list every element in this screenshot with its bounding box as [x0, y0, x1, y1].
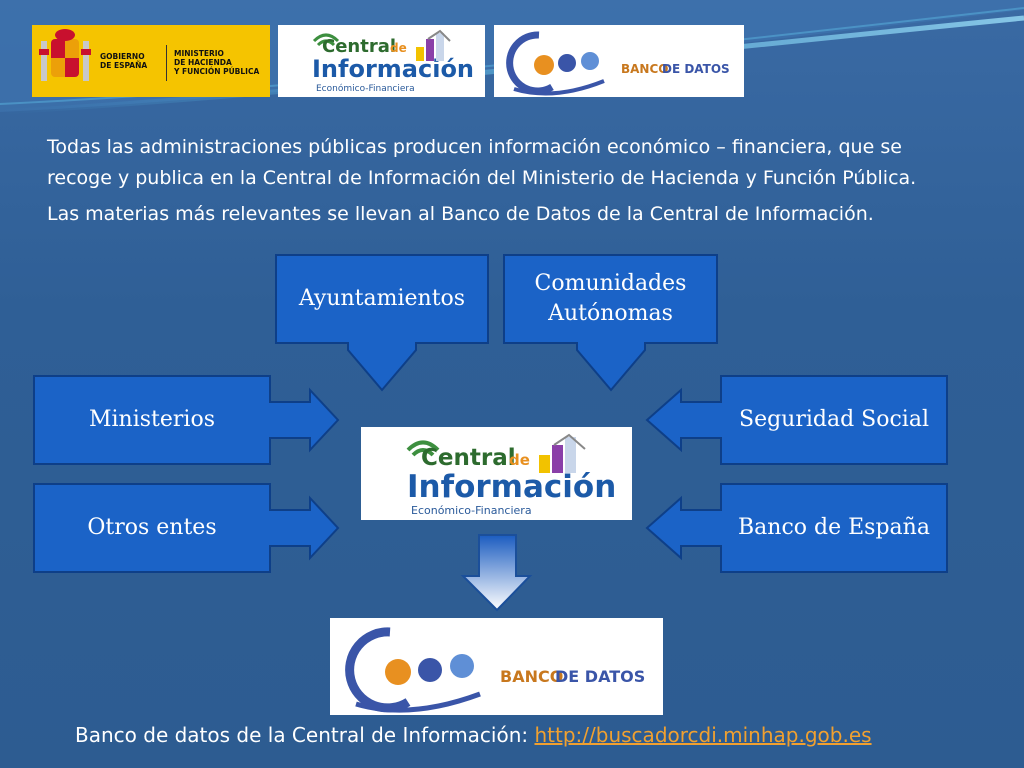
database-icon [418, 658, 442, 682]
central-informacion-logo-center: Central de Información Económico-Financi… [361, 427, 632, 520]
banco-espana-callout-shape [645, 483, 948, 573]
bar-chart-icon [416, 29, 451, 61]
banco-datos-logo-header: BANCO DE DATOS [494, 25, 744, 97]
signal-waves-icon [406, 440, 440, 457]
footer: Banco de datos de la Central de Informac… [75, 723, 872, 747]
ayuntamientos-callout-shape [275, 254, 489, 392]
otros-entes-label: Otros entes [87, 515, 217, 540]
comunidades-label-line1: Comunidades [534, 271, 687, 296]
cdi-center-subtitle: Económico-Financiera [411, 504, 532, 517]
banco-bottom-word-banco: BANCO [500, 667, 563, 686]
chart-icon [581, 52, 599, 70]
cdi-word-informacion: Información [312, 55, 474, 83]
intro-line-1: Todas las administraciones públicas prod… [47, 136, 902, 158]
central-informacion-logo-svg: Central de Información Económico-Financi… [312, 29, 474, 94]
comunidades-label: Comunidades Autónomas [504, 255, 717, 343]
central-informacion-center-svg: Central de Información Económico-Financi… [406, 433, 616, 517]
cdi-center-word-informacion: Información [407, 469, 616, 505]
gov-divider [166, 45, 167, 81]
cdi-center-word-central: Central [421, 445, 516, 471]
intro-line-2: recoge y publica en la Central de Inform… [47, 167, 917, 189]
signal-waves-icon [312, 33, 340, 47]
banco-word-de-datos: DE DATOS [662, 62, 730, 76]
intro-paragraph-2: Las materias más relevantes se llevan al… [47, 203, 874, 225]
banco-espana-label: Banco de España [738, 515, 930, 540]
seguridad-social-label: Seguridad Social [739, 407, 929, 432]
otros-entes-callout-shape [33, 483, 340, 573]
intro-paragraph-1: Todas las administraciones públicas prod… [47, 132, 916, 194]
banco-bottom-word-de-datos: DE DATOS [555, 667, 645, 686]
calculator-icon [534, 55, 554, 75]
seguridad-social-callout-shape [645, 375, 948, 465]
banco-arc-icon [506, 31, 554, 95]
footer-label: Banco de datos de la Central de Informac… [75, 723, 535, 747]
database-icon [558, 54, 576, 72]
cdi-center-word-de: de [509, 451, 530, 469]
calculator-icon [385, 659, 411, 685]
banco-word-banco: BANCO [621, 62, 668, 76]
bar-chart-icon [539, 433, 586, 473]
cdi-word-de: de [390, 41, 407, 55]
cdi-word-central: Central [322, 36, 396, 57]
ministerios-callout-shape [33, 375, 340, 465]
central-informacion-logo-header: Central de Información Económico-Financi… [278, 25, 485, 97]
comunidades-label-line2: Autónomas [548, 301, 673, 326]
ministerios-label: Ministerios [88, 407, 215, 432]
banco-datos-logo-bottom: BANCO DE DATOS [330, 618, 663, 715]
footer-link[interactable]: http://buscadorcdi.minhap.gob.es [534, 723, 872, 747]
banco-datos-logo-svg: BANCO DE DATOS [506, 31, 730, 96]
down-arrow-icon [460, 534, 533, 612]
banco-datos-bottom-svg: BANCO DE DATOS [345, 627, 645, 713]
chart-icon [450, 654, 474, 678]
cdi-subtitle: Económico-Financiera [316, 83, 415, 94]
coat-of-arms-icon [39, 29, 91, 81]
comunidades-callout-shape [503, 254, 718, 392]
ayuntamientos-label: Ayuntamientos [298, 286, 466, 311]
